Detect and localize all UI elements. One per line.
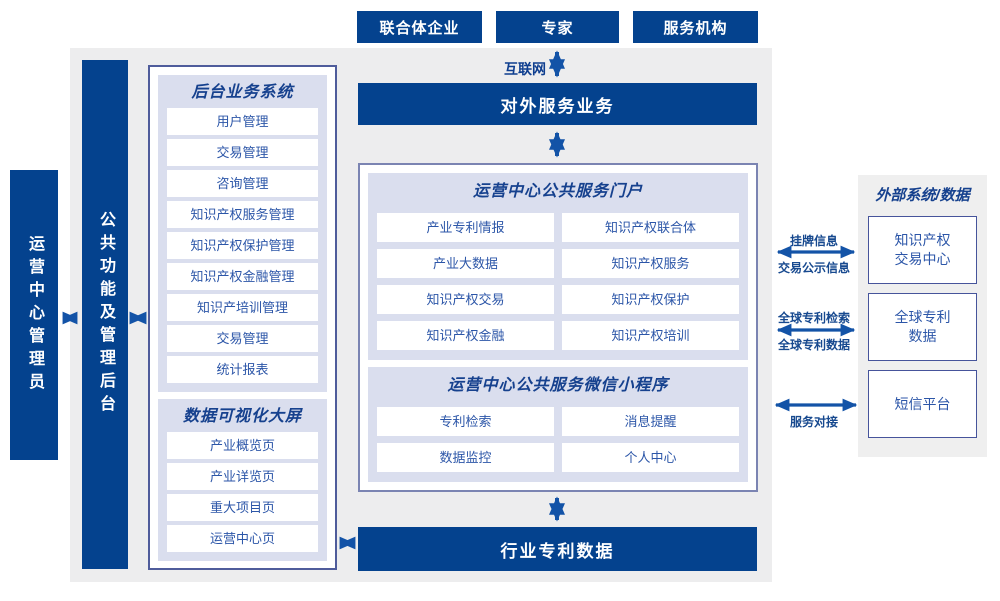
- portal-items-grid: 产业专利情报 知识产权联合体 产业大数据 知识产权服务 知识产权交易 知识产权保…: [377, 206, 739, 350]
- portal-item-ip-consortium: 知识产权联合体: [562, 213, 739, 242]
- internet-label: 互联网: [504, 61, 546, 77]
- portal-item-ip-service: 知识产权服务: [562, 249, 739, 278]
- ext-box-line: 全球专利: [894, 309, 951, 325]
- label-service-connect: 服务对接: [789, 415, 838, 429]
- actor-service-agency: 服务机构: [633, 11, 758, 43]
- public-functions-backend-bar: 公共功能及管理后台: [82, 60, 128, 569]
- portal-item-patent-intel: 产业专利情报: [377, 213, 554, 242]
- dashboard-item-operations-center: 运营中心页: [167, 525, 318, 552]
- external-systems-panel: 外部系统/数据 知识产权 交易中心 全球专利 数据 短信平台: [858, 175, 987, 457]
- miniapp-item-personal-center: 个人中心: [562, 443, 739, 472]
- backend-item-ip-finance-mgmt: 知识产权金融管理: [167, 263, 318, 290]
- external-systems-title: 外部系统/数据: [875, 187, 970, 204]
- miniapp-items-grid: 专利检索 消息提醒 数据监控 个人中心: [377, 400, 739, 472]
- label-global-patent-search: 全球专利检索: [777, 311, 850, 325]
- portal-item-ip-trade: 知识产权交易: [377, 285, 554, 314]
- portal-panel: 运营中心公共服务门户 产业专利情报 知识产权联合体 产业大数据 知识产权服务 知…: [358, 163, 758, 492]
- backend-item-consult-mgmt: 咨询管理: [167, 170, 318, 197]
- miniapp-section: 运营中心公共服务微信小程序 专利检索 消息提醒 数据监控 个人中心: [368, 367, 748, 482]
- backend-item-ip-service-mgmt: 知识产权服务管理: [167, 201, 318, 228]
- dashboard-section: 数据可视化大屏 产业概览页 产业详览页 重大项目页 运营中心页: [158, 399, 327, 561]
- industry-patent-data-label: 行业专利数据: [500, 541, 615, 561]
- backend-item-statistics: 统计报表: [167, 356, 318, 383]
- ext-box-line: 短信平台: [894, 395, 951, 412]
- ext-box-line: 交易中心: [894, 251, 951, 267]
- public-functions-backend-label: 公共功能及管理后台: [97, 211, 114, 418]
- ext-box-line: 知识产权: [894, 232, 951, 248]
- actor-label: 服务机构: [663, 19, 728, 37]
- ext-box-line: 数据: [908, 328, 937, 344]
- miniapp-item-patent-search: 专利检索: [377, 407, 554, 436]
- operations-admin-label: 运营中心管理员: [26, 234, 43, 396]
- dashboard-item-industry-overview: 产业概览页: [167, 432, 318, 459]
- external-service-bar: 对外服务业务: [358, 83, 757, 125]
- external-box-ip-trade-center: 知识产权 交易中心: [868, 216, 977, 284]
- backend-system-section: 后台业务系统 用户管理 交易管理 咨询管理 知识产权服务管理 知识产权保护管理 …: [158, 75, 327, 392]
- dashboard-title: 数据可视化大屏: [182, 408, 302, 425]
- backend-item-user-mgmt: 用户管理: [167, 108, 318, 135]
- backend-item-trade-mgmt-2: 交易管理: [167, 325, 318, 352]
- portal-item-ip-training: 知识产权培训: [562, 321, 739, 350]
- external-service-label: 对外服务业务: [500, 96, 615, 116]
- actor-consortium-enterprise: 联合体企业: [357, 11, 482, 43]
- external-box-global-patent-data: 全球专利 数据: [868, 293, 977, 361]
- portal-item-ip-finance: 知识产权金融: [377, 321, 554, 350]
- miniapp-item-data-monitor: 数据监控: [377, 443, 554, 472]
- external-box-sms-platform: 短信平台: [868, 370, 977, 438]
- backend-item-trade-mgmt: 交易管理: [167, 139, 318, 166]
- portal-section: 运营中心公共服务门户 产业专利情报 知识产权联合体 产业大数据 知识产权服务 知…: [368, 173, 748, 360]
- label-trade-publicity-info: 交易公示信息: [777, 261, 850, 275]
- backend-system-title: 后台业务系统: [191, 84, 294, 101]
- dashboard-item-industry-detail: 产业详览页: [167, 463, 318, 490]
- actor-expert: 专家: [496, 11, 619, 43]
- backend-item-ip-training-mgmt: 知识产培训管理: [167, 294, 318, 321]
- miniapp-item-message-alert: 消息提醒: [562, 407, 739, 436]
- portal-item-industry-bigdata: 产业大数据: [377, 249, 554, 278]
- portal-title: 运营中心公共服务门户: [472, 183, 643, 200]
- industry-patent-data-bar: 行业专利数据: [358, 527, 757, 571]
- dashboard-item-major-projects: 重大项目页: [167, 494, 318, 521]
- actor-label: 专家: [541, 19, 574, 37]
- label-global-patent-data: 全球专利数据: [777, 338, 850, 352]
- miniapp-title: 运营中心公共服务微信小程序: [447, 377, 669, 394]
- label-listing-info: 挂牌信息: [789, 234, 838, 248]
- portal-item-ip-protection: 知识产权保护: [562, 285, 739, 314]
- actor-label: 联合体企业: [379, 19, 460, 37]
- operations-admin-bar: 运营中心管理员: [10, 170, 58, 460]
- backend-panel: 后台业务系统 用户管理 交易管理 咨询管理 知识产权服务管理 知识产权保护管理 …: [148, 65, 337, 570]
- backend-item-ip-protect-mgmt: 知识产权保护管理: [167, 232, 318, 259]
